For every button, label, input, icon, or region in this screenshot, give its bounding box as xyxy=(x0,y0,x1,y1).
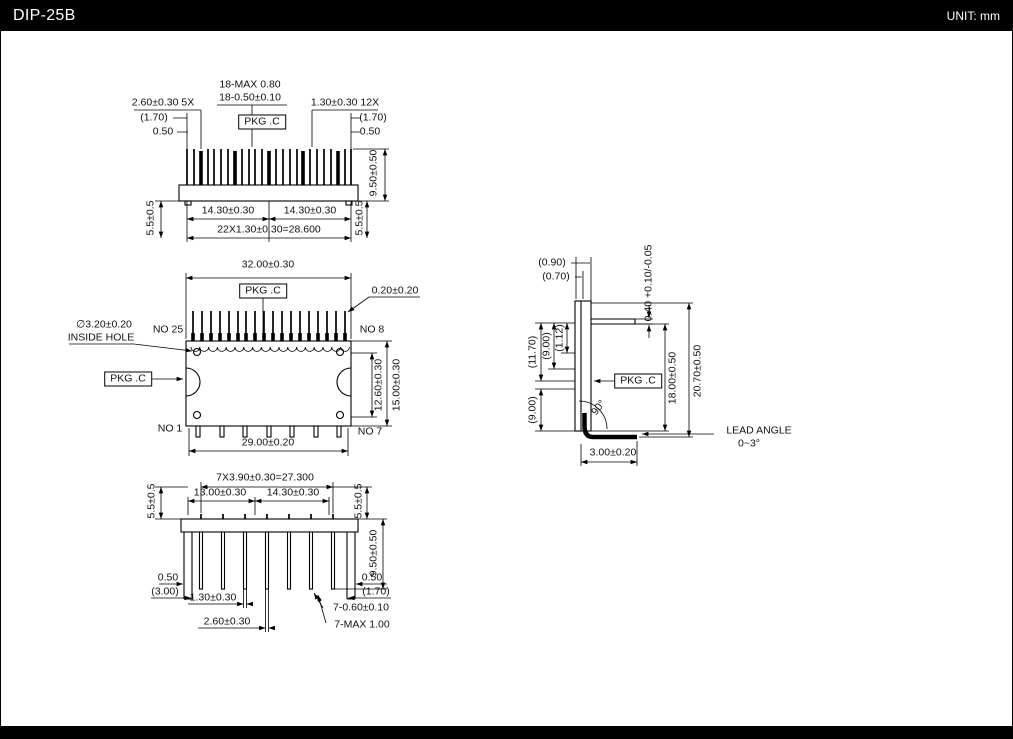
dim-130-12x: 1.30±0.30 12X xyxy=(310,96,380,109)
dim-050-right: 0.50 xyxy=(359,125,381,138)
pin-no25-label: NO 25 xyxy=(152,323,184,336)
mount-hole xyxy=(192,347,202,357)
mount-hole xyxy=(335,347,345,357)
top-view-drawing xyxy=(69,273,420,456)
title-bar: DIP-25B UNIT: mm xyxy=(1,1,1012,31)
dim-1260: 12.60±0.30 xyxy=(372,358,385,412)
dim-1170: (11.70) xyxy=(526,335,539,369)
page-title: DIP-25B xyxy=(13,7,76,24)
dim-55-right-front: 5.5±0.5 xyxy=(353,200,366,236)
dim-050-left-bottom: 0.50 xyxy=(157,571,179,584)
dim-pitch-bottom: 7X3.90±0.30=27.300 xyxy=(216,471,314,484)
pin-no1-label: NO 1 xyxy=(157,422,183,435)
footer-bar xyxy=(1,726,1012,738)
dim-090: (0.90) xyxy=(538,256,566,269)
dim-55-left-bottom: 5.5±0.5 xyxy=(145,483,158,519)
dim-260-bottom: 2.60±0.30 xyxy=(203,615,251,628)
mount-hole xyxy=(192,410,202,420)
dim-900-upper: (9.00) xyxy=(540,332,553,360)
dim-170-left: (1.70) xyxy=(140,111,168,124)
dim-pitch-front: 22X1.30±0.30=28.600 xyxy=(217,223,321,236)
dim-900-lower: (9.00) xyxy=(526,396,539,424)
dim-050-left: 0.50 xyxy=(152,125,174,138)
dim-050-right-bottom: 0.50 xyxy=(361,571,383,584)
pkg-c-label-top: PKG .C xyxy=(239,283,287,299)
side-view-drawing xyxy=(535,257,714,466)
dim-7-060: 7-0.60±0.10 xyxy=(333,601,389,614)
pin-no7-label: NO 7 xyxy=(357,425,383,438)
dim-55-left-front: 5.5±0.5 xyxy=(144,200,157,236)
top-body-outline xyxy=(185,340,352,427)
dim-1430-bottom: 14.30±0.30 xyxy=(266,486,320,499)
dim-260-5x: 2.60±0.30 5X xyxy=(131,96,195,109)
pkg-c-label-front: PKG .C xyxy=(238,114,286,130)
unit-label: UNIT: mm xyxy=(946,9,1000,23)
dim-18-max: 18-MAX 0.80 xyxy=(219,78,281,91)
inside-hole-label: INSIDE HOLE xyxy=(67,331,135,344)
bent-lead xyxy=(582,413,637,440)
side-body-outline xyxy=(574,300,592,432)
dim-1430-a: 14.30±0.30 xyxy=(201,204,255,217)
dim-300-side: 3.00±0.20 xyxy=(589,446,637,459)
dim-040: 0.40 +0.10/-0.05 xyxy=(642,244,655,322)
dim-112: (1.12) xyxy=(553,324,566,352)
dim-300-left: (3.00) xyxy=(151,585,179,598)
dim-2070: 20.70±0.50 xyxy=(691,344,704,398)
dim-070: (0.70) xyxy=(542,270,570,283)
front-body-outline xyxy=(178,184,359,202)
dim-55-right-bottom: 5.5±0.5 xyxy=(352,483,365,519)
dim-1300: 13.00±0.30 xyxy=(193,486,247,499)
pkg-c-label-side: PKG .C xyxy=(614,373,662,389)
dim-1800: 18.00±0.50 xyxy=(666,351,679,405)
dim-950-front: 9.50±0.50 xyxy=(367,149,380,197)
pkg-c-label-left: PKG .C xyxy=(104,371,152,387)
dim-170-right: (1.70) xyxy=(359,111,387,124)
dim-950-bottom: 9.50±0.50 xyxy=(367,529,380,577)
dim-1430-b: 14.30±0.30 xyxy=(283,204,337,217)
dim-1500: 15.00±0.30 xyxy=(390,358,403,412)
mount-hole xyxy=(335,410,345,420)
lead-angle-label: LEAD ANGLE xyxy=(726,424,792,437)
bottom-body-outline xyxy=(180,518,359,533)
dim-130-bottom: 1.30±0.30 xyxy=(189,591,237,604)
dim-2900: 29.00±0.20 xyxy=(241,436,295,449)
dim-020: 0.20±0.20 xyxy=(371,284,419,297)
dim-7-max: 7-MAX 1.00 xyxy=(334,618,390,631)
hole-diameter: ∅3.20±0.20 xyxy=(76,318,132,331)
lead-angle-value: 0~3° xyxy=(737,437,761,450)
pin-no8-label: NO 8 xyxy=(359,323,385,336)
dim-170-right-bottom: (1.70) xyxy=(362,585,390,598)
dim-3200: 32.00±0.30 xyxy=(241,258,295,271)
bottom-view-drawing xyxy=(151,482,391,632)
dim-18-tol: 18-0.50±0.10 xyxy=(219,91,281,104)
